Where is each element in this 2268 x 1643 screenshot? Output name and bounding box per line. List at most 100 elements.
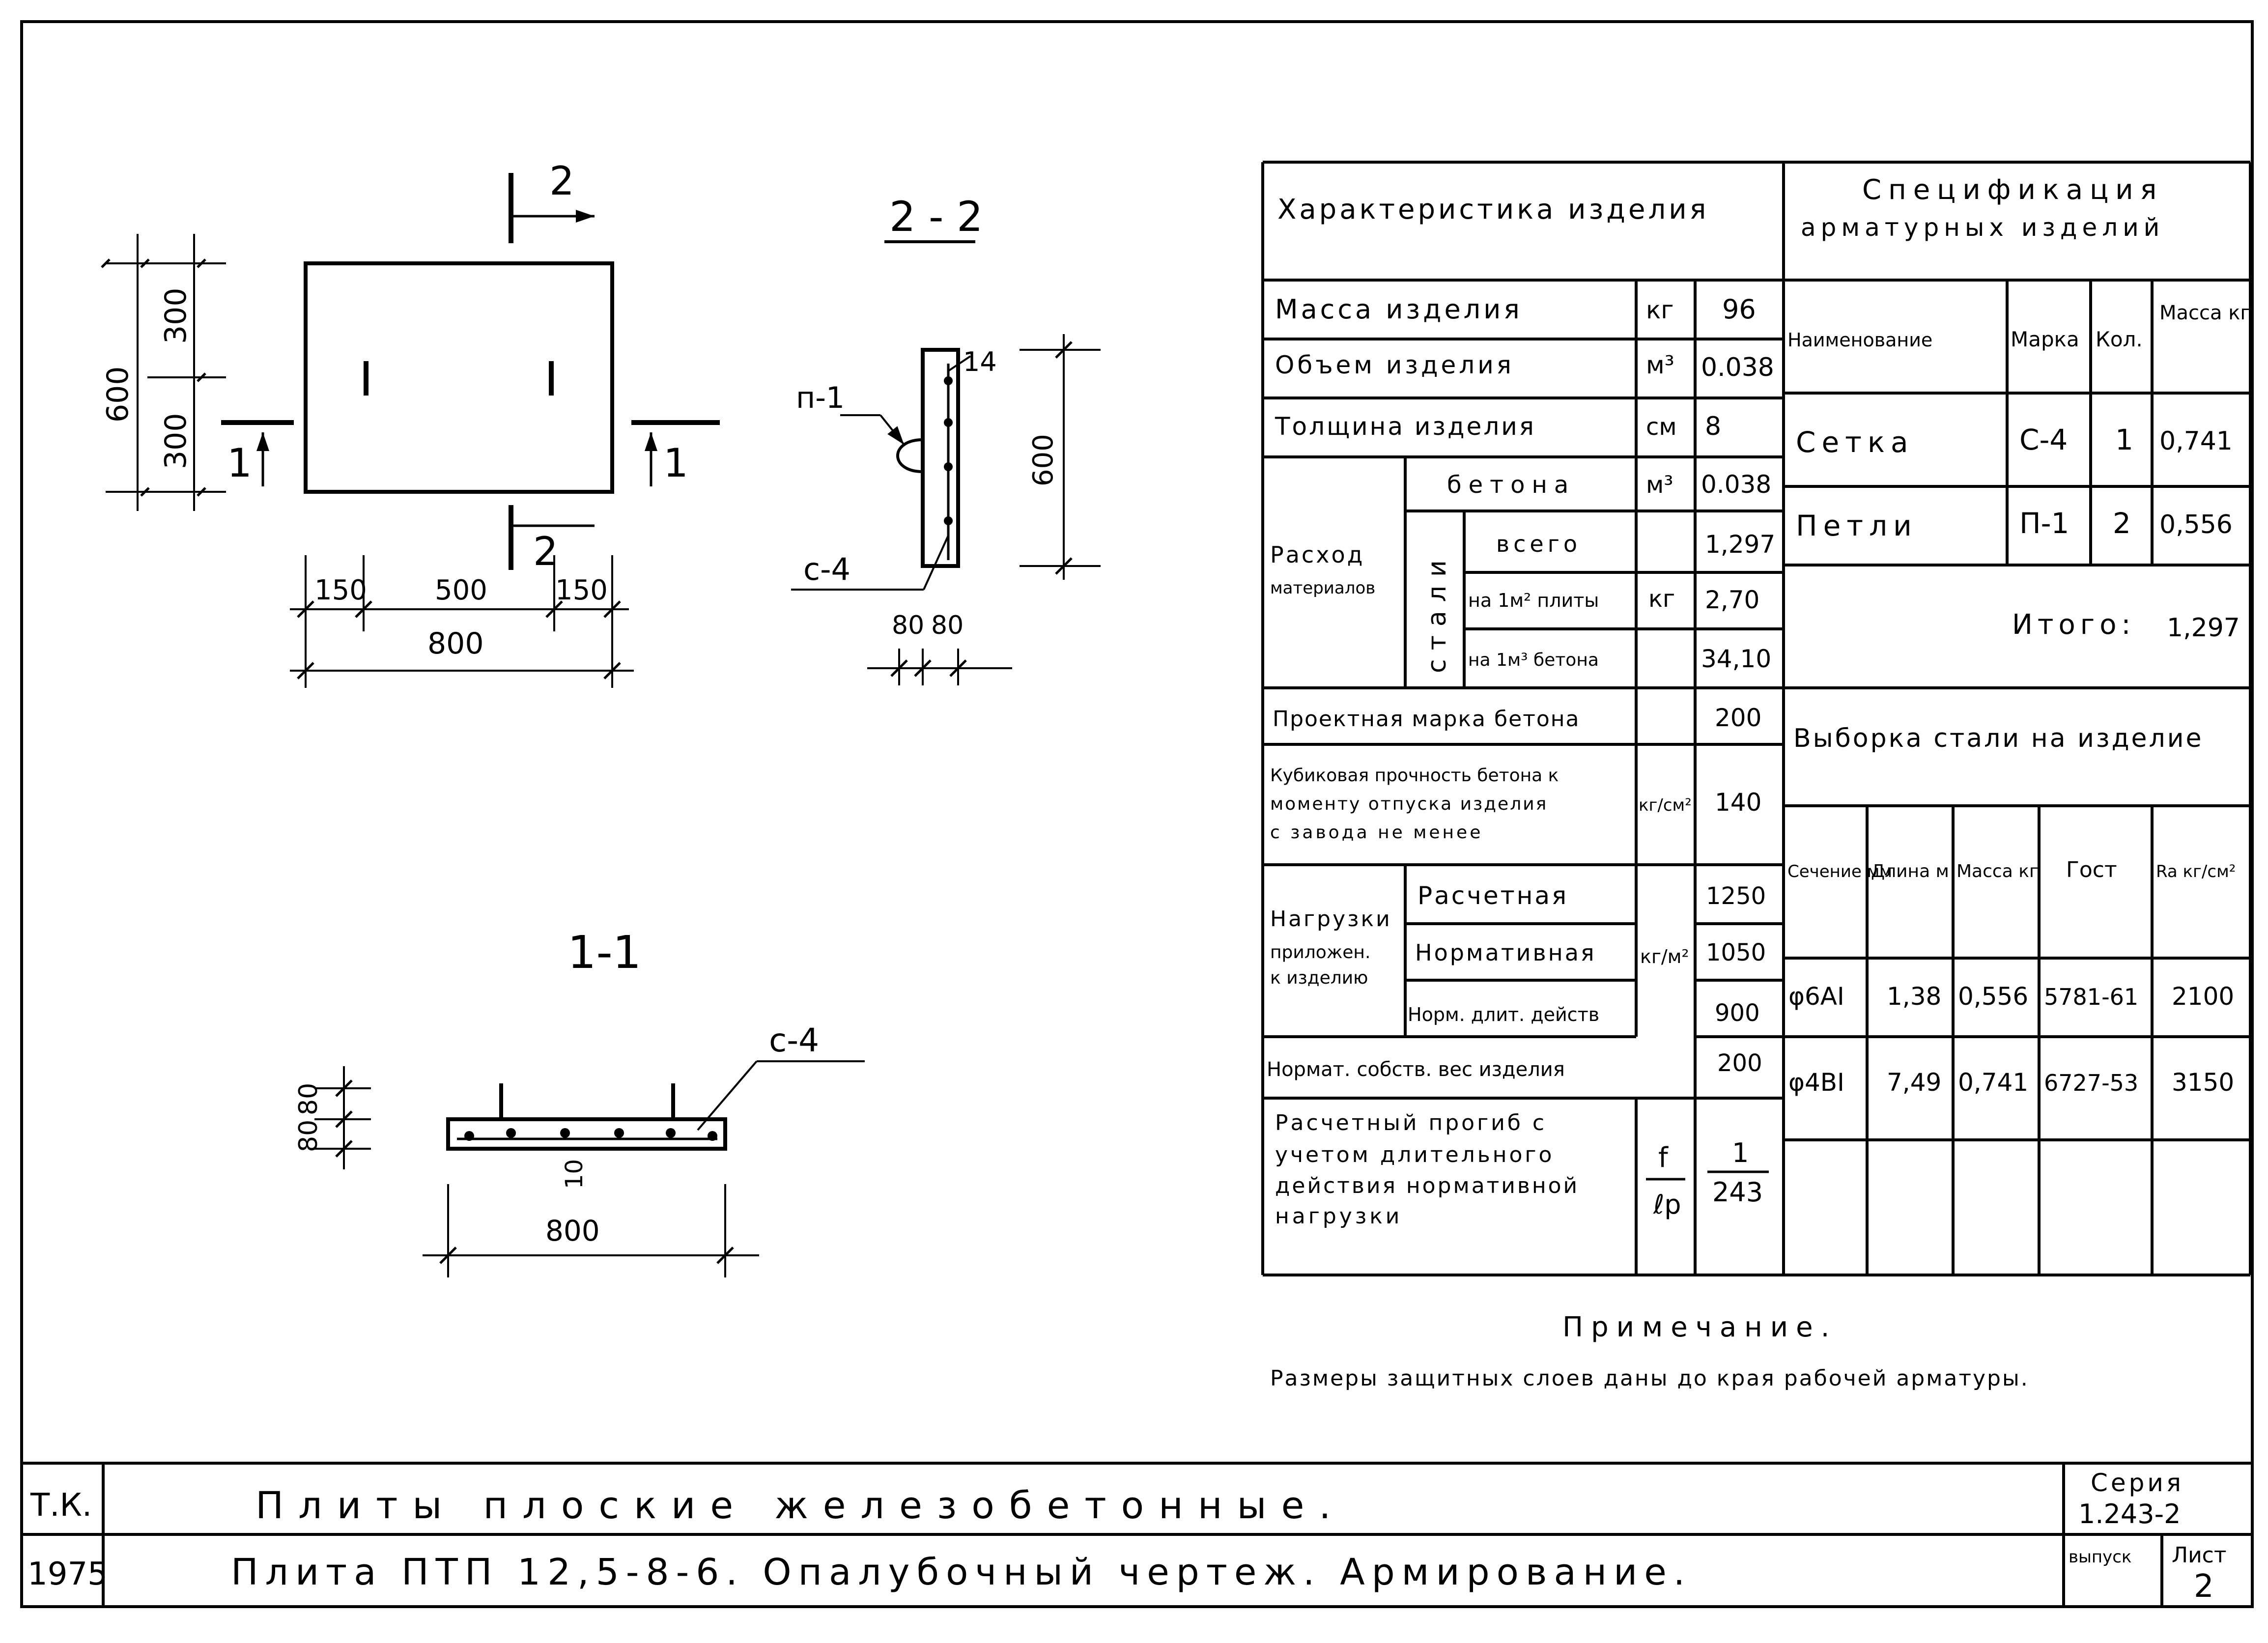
section-2-2-title: 2 - 2 [889, 193, 983, 241]
title-line1: Плиты плоские железобетонные. [255, 1483, 1345, 1527]
dim-80-a-11: 80 [294, 1120, 323, 1152]
dim-800-section: 800 [545, 1214, 600, 1247]
title-line2: Плита ПТП 12,5-8-6. Опалубочный чертеж. … [231, 1551, 1692, 1593]
mass-label: Масса изделия [1275, 294, 1523, 325]
spec-total-value: 1,297 [2167, 613, 2240, 643]
volume-value: 0.038 [1701, 353, 1774, 382]
dim-800-plan: 800 [427, 626, 484, 661]
thickness-unit: см [1646, 413, 1677, 441]
section-mark-left: 1 [227, 440, 252, 486]
spec-title-line2: арматурных изделий [1801, 213, 2164, 242]
section-1-1: 1-1 с-4 80 80 10 800 [294, 926, 865, 1277]
steel-per-m2-value: 2,70 [1705, 586, 1759, 614]
deflection-line3: действия нормативной [1275, 1173, 1579, 1198]
load-long-label: Норм. длит. действ [1408, 1004, 1599, 1025]
deflection-value-top: 1 [1732, 1137, 1749, 1168]
self-weight-value: 200 [1717, 1049, 1762, 1077]
section-mark-right: 1 [663, 440, 688, 486]
volume-unit: м³ [1646, 351, 1674, 379]
dim-600-section: 600 [1027, 434, 1059, 486]
plan-view: 2 2 1 1 600 300 300 [101, 158, 720, 688]
specification-table: Спецификация арматурных изделий Наименов… [1784, 162, 2252, 1275]
steel-per-m3-value: 34,10 [1701, 645, 1771, 673]
deflection-line4: нагрузки [1275, 1204, 1402, 1229]
strength-line1: Кубиковая прочность бетона к [1270, 765, 1559, 786]
dim-80-b: 80 [931, 611, 964, 640]
load-calc-label: Расчетная [1418, 881, 1568, 910]
load-calc-value: 1250 [1706, 882, 1766, 910]
load-norm-label: Нормативная [1415, 939, 1596, 966]
load-norm-value: 1050 [1706, 939, 1766, 966]
spec-header-qty: Кол. [2096, 327, 2143, 351]
spec-header-mark: Марка [2011, 327, 2079, 351]
consumption-label-2: материалов [1270, 578, 1375, 598]
spec-row-1-mark: С-4 [2019, 423, 2068, 456]
deflection-symbol-top: f [1658, 1142, 1669, 1174]
load-unit: кг/м² [1640, 946, 1689, 967]
deflection-line1: Расчетный прогиб с [1275, 1110, 1547, 1135]
label-loop-p1: п-1 [796, 381, 845, 415]
dim-80-b-11: 80 [294, 1083, 323, 1115]
deflection-symbol-bottom: ℓp [1653, 1189, 1681, 1220]
concrete-label: бетона [1447, 471, 1575, 499]
steel-selection-table: Выборка стали на изделие Сечение мм Длин… [1787, 724, 2236, 1097]
steel-header-section: Сечение мм [1787, 862, 1892, 881]
loads-label-1: Нагрузки [1270, 906, 1392, 932]
dim-300-upper: 300 [159, 287, 193, 344]
label-mesh-s4-1-1: с-4 [769, 1021, 819, 1059]
steel-row-2-ra: 3150 [2172, 1068, 2234, 1097]
section-mark-top: 2 [549, 158, 574, 204]
note-title: Примечание. [1562, 1311, 1837, 1343]
series-value: 1.243-2 [2078, 1499, 2181, 1530]
plan-vertical-dimensions [101, 234, 226, 511]
loads-label-3: к изделию [1270, 968, 1368, 988]
title-block: Т.К. 1975 Плиты плоские железобетонные. … [22, 1462, 2252, 1607]
loads-label-2: приложен. [1270, 942, 1370, 963]
steel-row-2-gost: 6727-53 [2044, 1070, 2138, 1096]
steel-row-2-length: 7,49 [1887, 1068, 1941, 1097]
steel-total-value: 1,297 [1705, 530, 1775, 559]
series-label: Серия [2091, 1469, 2184, 1497]
strength-line3: с завода не менее [1270, 822, 1483, 843]
sheet-label: Лист [2172, 1543, 2227, 1568]
characteristics-title: Характеристика изделия [1277, 194, 1709, 226]
spec-row-2-mass: 0,556 [2159, 510, 2233, 539]
dim-80-a: 80 [892, 611, 924, 640]
dim-14: 14 [963, 346, 997, 377]
steel-header-mass: Масса кг [1956, 861, 2039, 881]
concrete-value: 0.038 [1701, 470, 1771, 499]
sheet-frame [20, 20, 2254, 1608]
dim-10: 10 [561, 1159, 588, 1189]
steel-total-label: всего [1496, 531, 1581, 557]
title-year: 1975 [28, 1556, 108, 1592]
spec-header-mass: Масса кг [2159, 302, 2250, 324]
load-long-value: 900 [1715, 999, 1760, 1027]
strength-unit: кг/см² [1639, 795, 1692, 815]
note-text: Размеры защитных слоев даны до края рабо… [1270, 1366, 2029, 1391]
consumption-label-1: Расход [1270, 541, 1364, 568]
mass-unit: кг [1646, 296, 1673, 324]
strength-line2: моменту отпуска изделия [1270, 794, 1548, 814]
deflection-value-bottom: 243 [1712, 1177, 1763, 1208]
title-code: Т.К. [30, 1487, 92, 1524]
mass-value: 96 [1722, 294, 1756, 325]
steel-unit: кг [1648, 585, 1675, 613]
steel-per-m3-label: на 1м³ бетона [1468, 650, 1599, 670]
self-weight-label: Нормат. собств. вес изделия [1267, 1058, 1565, 1081]
dim-150-left: 150 [314, 574, 367, 606]
steel-row-1-section: φ6АI [1788, 982, 1844, 1011]
section-1-1-title: 1-1 [567, 926, 641, 979]
dim-500: 500 [435, 574, 487, 606]
steel-row-1-ra: 2100 [2172, 982, 2234, 1011]
spec-row-2-name: Петли [1796, 509, 1918, 542]
steel-row-1-gost: 5781-61 [2044, 984, 2138, 1010]
plan-horizontal-dimensions [290, 555, 634, 688]
spec-row-1-name: Сетка [1796, 425, 1914, 459]
deflection-line2: учетом длительного [1275, 1142, 1554, 1167]
steel-header-ra: Ra кг/см² [2156, 862, 2236, 881]
label-mesh-s4-2-2: с-4 [803, 551, 850, 587]
spec-row-1-qty: 1 [2115, 423, 2133, 456]
thickness-label: Толщина изделия [1275, 412, 1536, 441]
thickness-value: 8 [1705, 412, 1721, 441]
